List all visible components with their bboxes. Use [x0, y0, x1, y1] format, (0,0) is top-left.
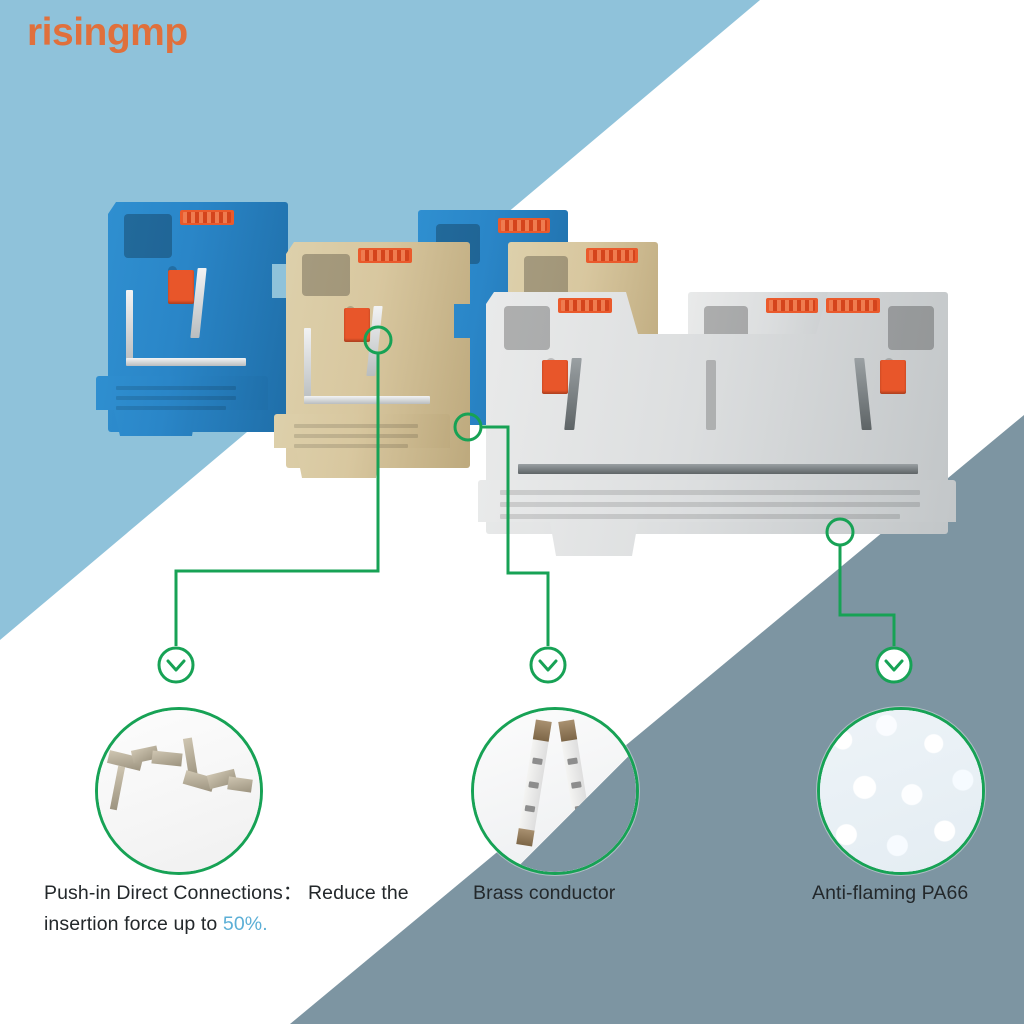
push-lever-gray-right	[826, 298, 880, 313]
busbar-blue	[126, 358, 246, 366]
push-lever-gray-left	[558, 298, 612, 313]
internal-lever-blue	[168, 270, 194, 304]
internal-lever-gray-left	[542, 360, 568, 394]
brass-conductor-photo	[474, 710, 636, 872]
caption-push-in: Push-in Direct Connections： Reduce the i…	[44, 878, 464, 940]
busbar-beige	[304, 396, 430, 404]
push-lever-blue-rear	[498, 218, 550, 233]
watermark-text: risingmp	[27, 11, 188, 54]
wire-funnel-beige	[302, 254, 350, 296]
spring-contact-blue-2	[126, 290, 133, 364]
vent-rib-blue-3	[116, 406, 226, 410]
wire-funnel-gray-right	[888, 306, 934, 350]
vent-rib-blue-1	[116, 386, 236, 390]
chevron-down-icon	[166, 659, 186, 672]
chevron-down-icon	[538, 659, 558, 672]
spring-clip-left-tail	[109, 765, 126, 811]
vent-rib-beige-2	[294, 434, 418, 438]
pellet-texture	[820, 710, 982, 872]
caption-pa66-line1: Anti-flaming PA66	[812, 882, 969, 904]
vent-rib-beige-1	[294, 424, 418, 428]
spring-contact-beige-2	[304, 328, 311, 402]
vent-rib-gray-1	[500, 490, 920, 495]
vent-rib-gray-3	[500, 514, 900, 519]
spring-clips-photo	[98, 710, 260, 872]
caption-push-in-line2-text: insertion force up to	[44, 913, 223, 935]
spring-clip-left-3	[151, 750, 183, 767]
caption-push-in-highlight: 50%.	[222, 913, 268, 935]
test-slot-gray	[706, 360, 716, 430]
caption-pa66: Anti-flaming PA66	[812, 878, 1024, 909]
product-photo	[88, 180, 968, 650]
vent-rib-gray-2	[500, 502, 920, 507]
callout-badge-push-in	[157, 646, 195, 684]
caption-brass-line1: Brass conductor	[473, 882, 616, 904]
spring-clip-right-4	[227, 776, 253, 793]
vent-rib-beige-3	[294, 444, 408, 448]
wire-funnel-gray-left	[504, 306, 550, 350]
wire-funnel-blue	[124, 214, 172, 258]
caption-push-in-line2: insertion force up to 50%.	[44, 909, 464, 940]
busbar-gray	[518, 464, 918, 474]
push-lever-beige	[358, 248, 412, 263]
wire-funnel-beige-rear	[524, 256, 568, 296]
internal-lever-gray-right	[880, 360, 906, 394]
push-lever-gray-rear	[766, 298, 818, 313]
callout-badge-brass	[529, 646, 567, 684]
caption-push-in-line1: Push-in Direct Connections： Reduce the	[44, 882, 409, 904]
pa66-pellets-photo	[820, 710, 982, 872]
caption-brass: Brass conductor	[473, 878, 773, 909]
push-lever-beige-rear	[586, 248, 638, 263]
vent-rib-blue-2	[116, 396, 236, 400]
feature-image-pa66	[817, 707, 985, 875]
feature-image-push-in	[95, 707, 263, 875]
internal-lever-beige	[344, 308, 370, 342]
push-lever-blue	[180, 210, 234, 225]
feature-image-brass	[471, 707, 639, 875]
brass-photo-corner-shade	[474, 710, 636, 872]
